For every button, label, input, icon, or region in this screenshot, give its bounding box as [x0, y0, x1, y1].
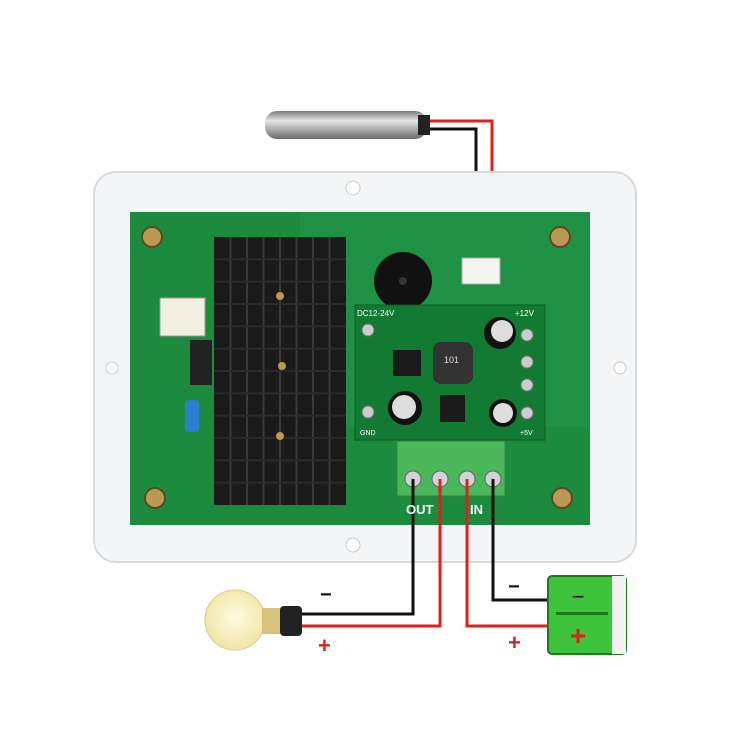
svg-text:+: + [570, 620, 586, 651]
power-wires [300, 479, 548, 628]
supply-plus-label: + [508, 630, 521, 655]
supply-minus-label: − [508, 576, 520, 598]
heatsink [214, 237, 346, 505]
light-bulb-icon [204, 589, 302, 651]
load-plus-label: + [318, 633, 331, 658]
inductor-marking: 101 [444, 355, 460, 365]
mounting-screws [141, 226, 573, 509]
buck-module [354, 304, 546, 441]
battery-icon: − + [547, 575, 627, 655]
optocoupler [159, 297, 206, 337]
terminal-in-label: IN [470, 502, 483, 517]
label-5v: +5V [520, 430, 533, 437]
svg-text:−: − [572, 584, 585, 609]
label-gnd: GND [360, 430, 376, 437]
sensor-connector [461, 257, 501, 285]
label-dc12-24v: DC12-24V [357, 309, 395, 318]
temperature-probe [265, 111, 430, 139]
load-minus-label: − [320, 584, 332, 606]
label-12v: +12V [515, 309, 534, 318]
terminal-out-label: OUT [406, 502, 434, 517]
